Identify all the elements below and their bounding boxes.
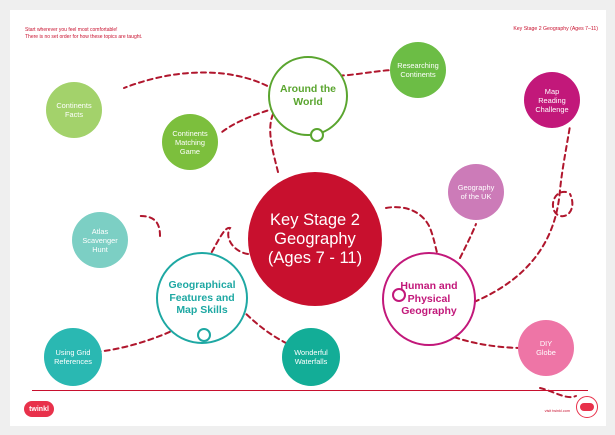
path-human-diy: [445, 333, 525, 349]
path-around-facts: [123, 71, 276, 91]
footer-website: visit twinkl.com: [544, 409, 570, 413]
topic-atlas-scavenger-hunt-label: Atlas Scavenger Hunt: [82, 226, 118, 254]
topic-diy-globe[interactable]: DIY Globe: [518, 320, 574, 376]
topic-using-grid-references-label: Using Grid References: [54, 348, 92, 366]
twinkl-logo-icon: twinkl: [24, 401, 54, 417]
topic-map-reading-challenge[interactable]: Map Reading Challenge: [524, 72, 580, 128]
topic-map-reading-challenge-label: Map Reading Challenge: [535, 86, 569, 114]
footer-divider: [32, 390, 588, 391]
topic-geography-of-the-uk[interactable]: Geography of the UK: [448, 164, 504, 220]
quality-badge-icon: [576, 396, 598, 418]
topic-atlas-scavenger-hunt[interactable]: Atlas Scavenger Hunt: [72, 212, 128, 268]
hub-geographical-features-label: Geographical Features and Map Skills: [168, 279, 236, 317]
topic-wonderful-waterfalls[interactable]: Wonderful Waterfalls: [282, 328, 340, 386]
topic-diy-globe-label: DIY Globe: [536, 339, 556, 357]
path-map-loop: [551, 190, 574, 218]
path-features-atlas: [139, 215, 161, 237]
path-features-waterfalls: [239, 307, 289, 345]
topic-researching-continents-label: Researching Continents: [397, 61, 439, 79]
intro-line-2: There is no set order for how these topi…: [25, 34, 143, 40]
topic-researching-continents[interactable]: Researching Continents: [390, 42, 446, 98]
topic-geography-of-the-uk-label: Geography of the UK: [457, 183, 495, 201]
topic-continents-facts-label: Continents Facts: [56, 101, 92, 119]
hub-around-the-world[interactable]: Around the World: [268, 56, 348, 136]
center-topic-circle: Key Stage 2 Geography (Ages 7 - 11): [248, 172, 382, 306]
hub-around-the-world-label: Around the World: [280, 83, 336, 108]
path-center-human: [385, 206, 439, 257]
topic-map-page: Start wherever you feel most comfortable…: [10, 10, 606, 426]
hub-human-physical-label: Human and Physical Geography: [400, 280, 458, 318]
topic-using-grid-references[interactable]: Using Grid References: [44, 328, 102, 386]
path-features-grid: [94, 327, 179, 353]
topic-continents-matching-game-label: Continents Matching Game: [172, 128, 208, 156]
topic-continents-facts[interactable]: Continents Facts: [46, 82, 102, 138]
connector-paths: [94, 69, 577, 398]
center-topic-title: Key Stage 2 Geography (Ages 7 - 11): [267, 210, 363, 267]
hub-features-knob: [197, 328, 211, 342]
path-human-uk: [459, 223, 477, 259]
path-human-map: [473, 125, 571, 303]
intro-line-1: Start wherever you feel most comfortable…: [25, 27, 118, 33]
topic-continents-matching-game[interactable]: Continents Matching Game: [162, 114, 218, 170]
intro-note: Start wherever you feel most comfortable…: [25, 27, 142, 41]
hub-around-knob: [310, 128, 324, 142]
path-diy-exit: [539, 387, 577, 398]
topic-wonderful-waterfalls-label: Wonderful Waterfalls: [294, 348, 328, 366]
path-around-matching: [221, 107, 277, 133]
hub-human-knob: [392, 288, 406, 302]
path-center-features: [205, 226, 249, 263]
header-title: Key Stage 2 Geography (Ages 7–11): [513, 26, 598, 32]
quality-badge-mark: [580, 403, 594, 411]
